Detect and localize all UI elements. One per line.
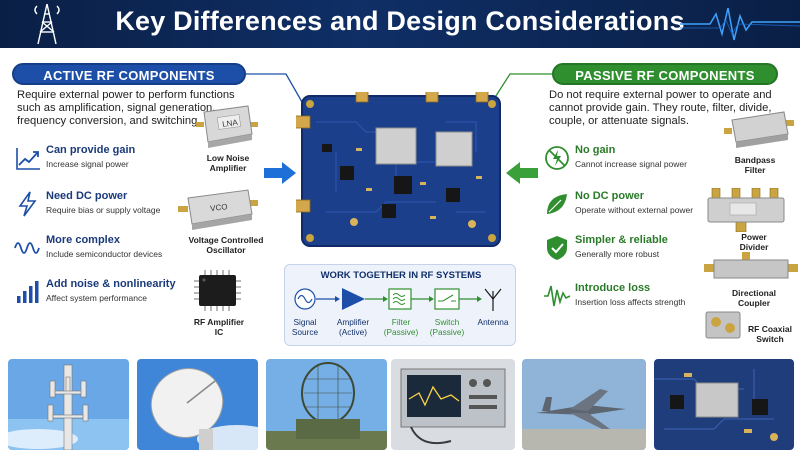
rf-circuit-board-image xyxy=(296,92,501,247)
passive-connector-line xyxy=(491,73,552,103)
vco-label: Voltage Controlled Oscillator xyxy=(188,235,264,255)
active-feature-desc: Affect system performance xyxy=(46,293,147,303)
passive-feature-desc: Insertion loss affects strength xyxy=(575,297,686,307)
antenna-icon xyxy=(484,288,502,311)
signal-flow-diagram xyxy=(294,288,502,311)
passive-intro-text: Do not require external power to operate… xyxy=(549,89,772,127)
active-feature-title: Can provide gain xyxy=(46,144,136,156)
waveform-icon xyxy=(680,7,800,41)
fighter-jet-photo xyxy=(522,359,646,450)
flow-step-label: Filter (Passive) xyxy=(383,317,419,337)
passive-feature: Introduce loss Insertion loss affects st… xyxy=(543,282,713,314)
vco-marking: VCO xyxy=(210,202,228,213)
bandpass-filter-image xyxy=(724,111,794,148)
active-feature-desc: Require bias or supply voltage xyxy=(46,205,161,215)
active-feature-title: More complex xyxy=(46,234,120,246)
passive-feature-desc: Operate without external power xyxy=(575,205,694,215)
leaf-icon xyxy=(547,194,567,214)
active-connector-line xyxy=(246,73,303,103)
rf-coaxial-switch-image xyxy=(705,311,741,339)
active-feature-title: Need DC power xyxy=(46,190,128,202)
cell-tower-photo xyxy=(8,359,129,450)
lna-label: Low Noise Amplifier xyxy=(206,153,250,173)
active-components-heading: ACTIVE RF COMPONENTS xyxy=(12,63,246,85)
filter-icon xyxy=(388,288,412,310)
flow-step-label: Antenna xyxy=(477,317,509,327)
vco-module-image: VCO xyxy=(178,189,258,230)
rf-amplifier-ic-image xyxy=(194,270,241,311)
no-gain-icon xyxy=(545,146,569,170)
active-intro-text: Require external power to perform functi… xyxy=(17,89,235,127)
tower-icon xyxy=(34,3,60,44)
radar-photo xyxy=(266,359,387,450)
bandpass-filter-label: Bandpass Filter xyxy=(734,155,776,175)
passive-feature-title: Simpler & reliable xyxy=(575,234,668,246)
shield-check-icon xyxy=(547,236,567,260)
passive-components-heading: PASSIVE RF COMPONENTS xyxy=(552,63,778,85)
gain-chart-icon xyxy=(16,148,40,170)
work-together-panel: WORK TOGETHER IN RF SYSTEMS Signal Sourc… xyxy=(284,264,516,346)
work-together-title: WORK TOGETHER IN RF SYSTEMS xyxy=(320,270,482,281)
signal-loss-icon xyxy=(544,285,571,307)
active-feature: Need DC power Require bias or supply vol… xyxy=(14,190,184,222)
passive-feature-desc: Cannot increase signal power xyxy=(575,159,687,169)
active-feature: More complex Include semiconductor devic… xyxy=(14,234,184,266)
flow-step-label: Signal Source xyxy=(291,317,319,337)
header-banner: Key Differences and Design Consideration… xyxy=(0,0,800,48)
power-divider-image xyxy=(707,188,785,232)
active-arrow xyxy=(264,162,296,184)
flow-step-label: Switch (Passive) xyxy=(429,317,465,337)
circuit-board-photo xyxy=(654,359,794,450)
active-feature: Add noise & nonlinearity Affect system p… xyxy=(14,278,184,310)
passive-arrow xyxy=(506,162,538,184)
rf-coaxial-switch-label: RF Coaxial Switch xyxy=(748,324,792,344)
flow-step-label: Amplifier (Active) xyxy=(336,317,370,337)
satellite-dish-photo xyxy=(137,359,258,450)
amplifier-triangle-icon xyxy=(342,288,365,310)
passive-feature-title: Introduce loss xyxy=(575,282,651,294)
directional-coupler-image xyxy=(704,252,798,279)
active-feature-title: Add noise & nonlinearity xyxy=(46,278,176,290)
lna-module-image: LNA xyxy=(196,105,258,148)
passive-feature-title: No gain xyxy=(575,144,616,156)
active-feature: Can provide gain Increase signal power xyxy=(14,144,184,176)
page-title: Key Differences and Design Consideration… xyxy=(115,6,685,36)
passive-feature-desc: Generally more robust xyxy=(575,249,660,259)
active-feature-desc: Increase signal power xyxy=(46,159,129,169)
waveform-icon xyxy=(14,242,40,254)
passive-feature-title: No DC power xyxy=(575,190,645,202)
lna-marking: LNA xyxy=(222,118,239,129)
passive-feature: No DC power Operate without external pow… xyxy=(543,190,713,222)
bar-chart-icon xyxy=(17,281,39,303)
active-feature-desc: Include semiconductor devices xyxy=(46,249,163,259)
test-equipment-photo xyxy=(391,359,515,450)
rf-amplifier-ic-label: RF Amplifier IC xyxy=(193,317,245,337)
power-divider-label: Power Divider xyxy=(739,232,769,252)
passive-feature: No gain Cannot increase signal power xyxy=(543,144,713,176)
directional-coupler-label: Directional Coupler xyxy=(732,288,776,308)
lightning-icon xyxy=(18,191,37,217)
passive-feature: Simpler & reliable Generally more robust xyxy=(543,234,713,266)
